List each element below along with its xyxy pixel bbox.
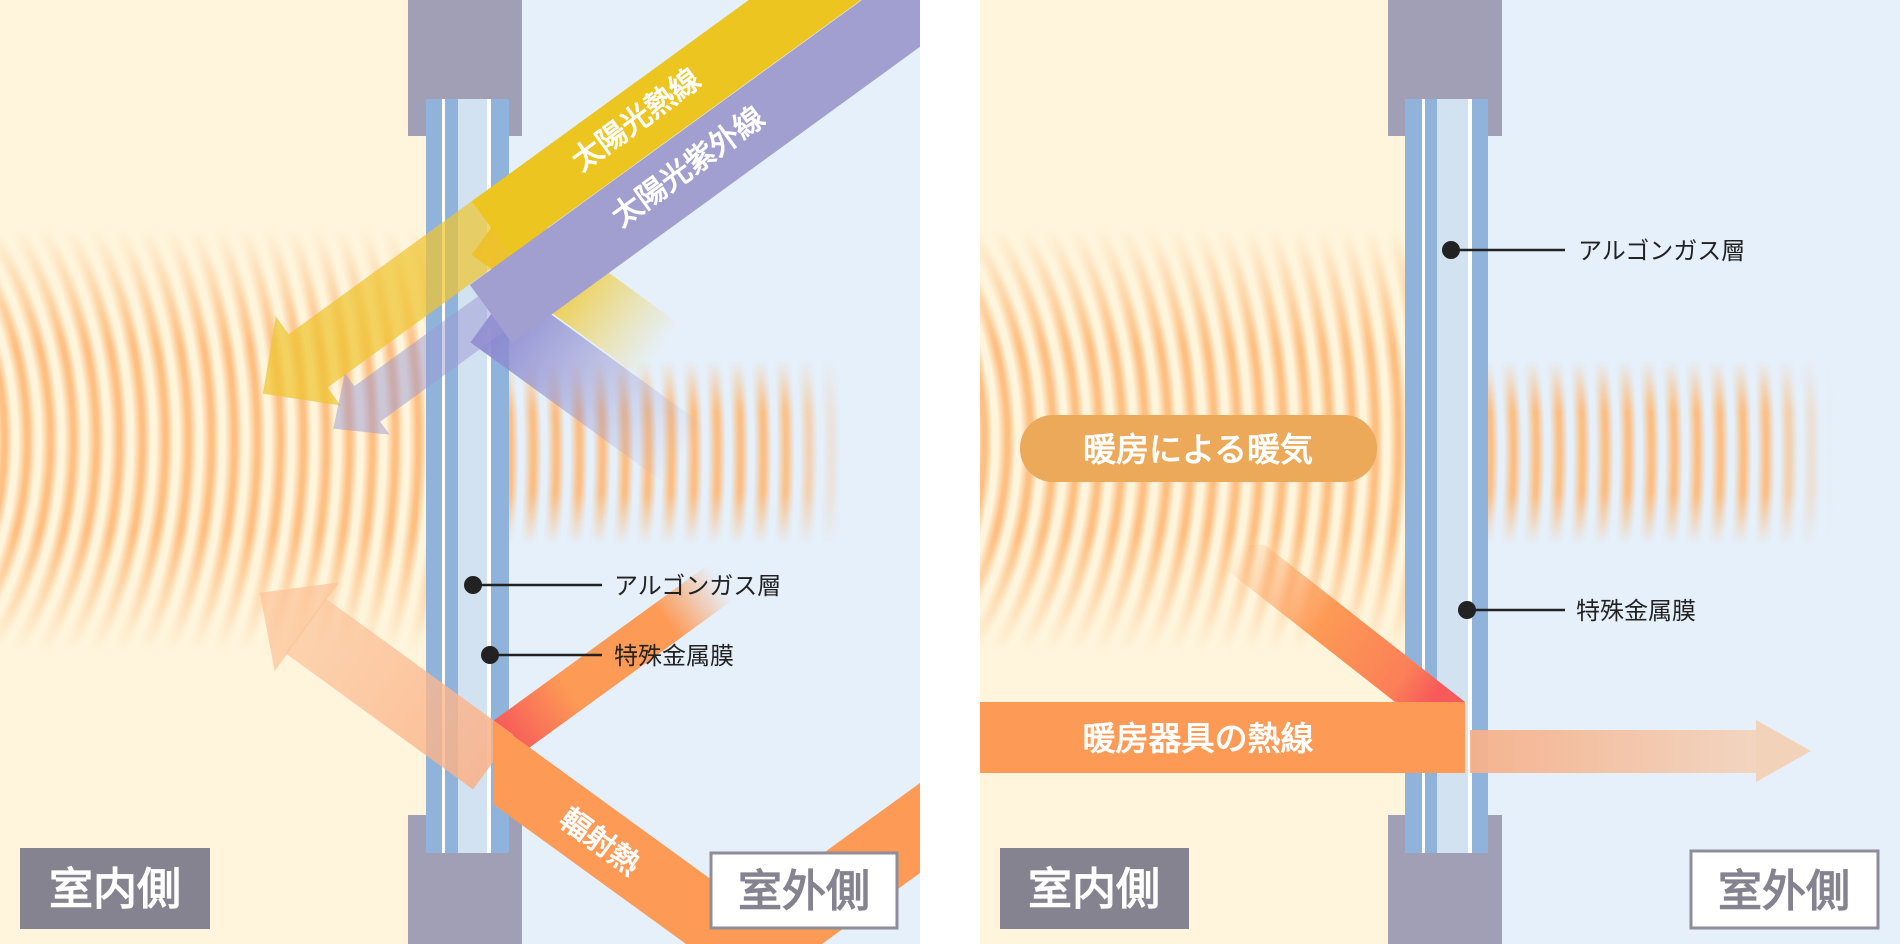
- indoor-label: 室内側: [49, 864, 181, 915]
- heater-rays-band: [980, 702, 1465, 773]
- heating-warmth-label: 暖房による暖気: [1083, 430, 1313, 469]
- solar-uv-reflection: [470, 285, 706, 484]
- metal-film-label: 特殊金属膜: [614, 642, 734, 670]
- argon-label: アルゴンガス層: [1578, 237, 1745, 265]
- argon-label: アルゴンガス層: [614, 572, 781, 600]
- metal-film-callout: 特殊金属膜: [481, 642, 734, 670]
- solar-uv-band: [469, 0, 920, 344]
- solar-heat-transmitted-arrow: [262, 201, 511, 406]
- solar-uv-transmitted-arrow: [333, 296, 504, 435]
- indoor-label-box: [20, 848, 210, 929]
- metal-film-callout: 特殊金属膜: [1458, 597, 1696, 625]
- argon-callout: アルゴンガス層: [464, 572, 781, 600]
- heater-rays-transmitted-arrow: [1470, 720, 1811, 782]
- radiant-heat-transmitted-arrow: [260, 582, 513, 790]
- heating-warmth-pill: [1020, 415, 1377, 482]
- right-outdoor-heat-waves: [1488, 360, 1833, 545]
- outdoor-label: 室外側: [1718, 866, 1850, 917]
- heater-ray-reflection: [1195, 545, 1465, 702]
- indoor-label-box: [1000, 848, 1189, 929]
- argon-callout: アルゴンガス層: [1442, 237, 1745, 265]
- metal-film-label: 特殊金属膜: [1576, 597, 1696, 625]
- outdoor-label-box: [1689, 849, 1880, 930]
- radiant-heat-reflection: [493, 565, 733, 756]
- solar-heat-band: [471, 0, 920, 255]
- outdoor-label-box: [709, 851, 899, 930]
- outdoor-label: 室外側: [738, 866, 870, 917]
- indoor-label: 室内側: [1028, 864, 1160, 915]
- heater-rays-label: 暖房器具の熱線: [1083, 719, 1314, 758]
